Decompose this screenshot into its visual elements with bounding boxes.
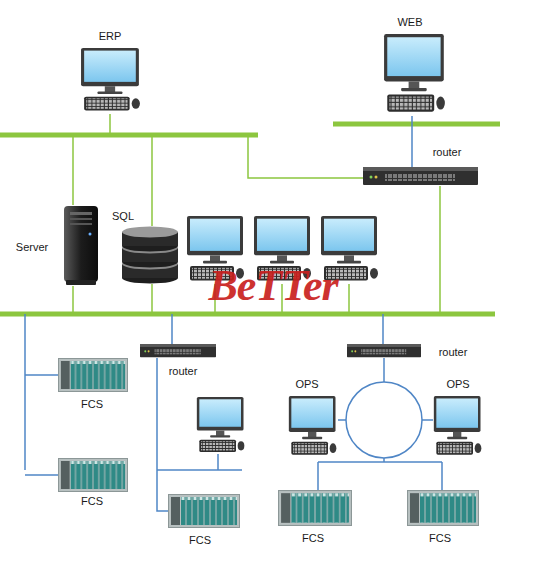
erp-computer: ERP (80, 48, 142, 114)
operator-station-icon (434, 396, 482, 455)
field-control-station-icon (58, 458, 128, 492)
node-label: FCS (81, 495, 103, 508)
blue-wire (338, 419, 346, 421)
blue-wire (157, 469, 242, 471)
field-control-station-icon (58, 358, 128, 392)
router: router (140, 344, 216, 358)
blue-wire (382, 314, 384, 344)
field-control-station-icon (407, 490, 479, 526)
node-label: Server (16, 241, 48, 254)
blue-wire (441, 462, 443, 490)
router-icon (363, 167, 478, 186)
router-icon (347, 344, 421, 358)
node-label: router (439, 346, 468, 359)
node-label: OPS (446, 378, 469, 391)
node-label: WEB (397, 16, 422, 29)
workstation (187, 216, 378, 452)
web-computer-icon (383, 34, 447, 116)
field-control-station: FCS (58, 358, 128, 392)
server-icon (64, 206, 98, 285)
database-icon (120, 226, 180, 284)
blue-wire (217, 454, 219, 470)
ethernet-bus (0, 312, 495, 317)
blue-wire (422, 419, 433, 421)
node-label: ERP (99, 30, 122, 43)
watermark: BeTTer (208, 263, 337, 309)
field-control-station-icon (58, 458, 128, 492)
web-computer: WEB (383, 34, 447, 116)
router: router (363, 167, 478, 186)
field-control-station: FCS (58, 458, 128, 492)
green-wire (72, 135, 74, 205)
node-label: router (433, 146, 462, 159)
field-control-station: FCS (407, 490, 479, 526)
database: SQL (120, 226, 180, 284)
operator-station: OPS (288, 396, 338, 458)
router-icon (363, 167, 478, 185)
network-cable (411, 116, 413, 167)
ring-network (346, 382, 422, 458)
server-icon (60, 204, 102, 286)
ethernet-bus (333, 122, 500, 127)
field-control-station-icon (168, 494, 240, 528)
node-label: FCS (429, 532, 451, 545)
green-wire (151, 284, 153, 314)
router-icon (140, 344, 216, 357)
field-control-station-icon (278, 490, 352, 526)
blue-wire (25, 374, 58, 376)
node-label: OPS (295, 378, 318, 391)
green-wire (248, 135, 363, 178)
router-icon (347, 344, 421, 357)
node-label: FCS (189, 534, 211, 547)
green-wire (72, 286, 74, 314)
ethernet-bus (0, 133, 258, 138)
operator-station: OPS (433, 396, 483, 458)
node-label: SQL (112, 210, 134, 223)
green-wire (348, 284, 350, 314)
router: router (347, 344, 421, 358)
node-label: router (169, 365, 198, 378)
web-computer-icon (384, 34, 445, 112)
field-control-station-icon (407, 490, 479, 526)
field-control-station-icon (278, 490, 352, 526)
blue-wire (24, 314, 26, 470)
field-control-station: FCS (168, 494, 240, 528)
green-wire (151, 135, 153, 226)
field-control-station-icon (58, 358, 128, 392)
blue-wire (383, 358, 385, 382)
field-control-station: FCS (278, 490, 352, 526)
database-icon (122, 227, 178, 284)
server: Server (60, 204, 102, 286)
blue-wire (317, 462, 319, 490)
erp-computer-icon (81, 48, 140, 111)
green-wire (73, 114, 440, 314)
ethernet-bus (0, 124, 500, 314)
green-wire (439, 186, 441, 314)
blue-wire (171, 314, 173, 344)
operator-station-icon (433, 396, 483, 458)
network-cable (157, 358, 168, 511)
operator-station-icon (289, 396, 337, 455)
operator-station-icon (288, 396, 338, 458)
node-label: FCS (302, 532, 324, 545)
erp-computer-icon (80, 48, 142, 114)
blue-wire (318, 461, 442, 463)
workstation (197, 397, 245, 452)
router-icon (140, 344, 216, 358)
field-control-station-icon (168, 494, 240, 528)
green-wire (109, 114, 111, 135)
node-label: FCS (81, 398, 103, 411)
blue-wire (25, 474, 58, 476)
